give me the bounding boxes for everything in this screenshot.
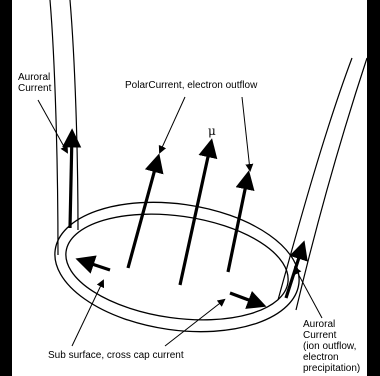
label-mu: μ: [208, 124, 216, 138]
label-auroral-current-left: Auroral Current: [18, 72, 53, 94]
left-auroral-arrow: [70, 133, 72, 228]
label-sub-surface: Sub surface, cross cap current: [48, 350, 184, 361]
label-polar-current: PolarCurrent, electron outflow: [125, 80, 258, 91]
